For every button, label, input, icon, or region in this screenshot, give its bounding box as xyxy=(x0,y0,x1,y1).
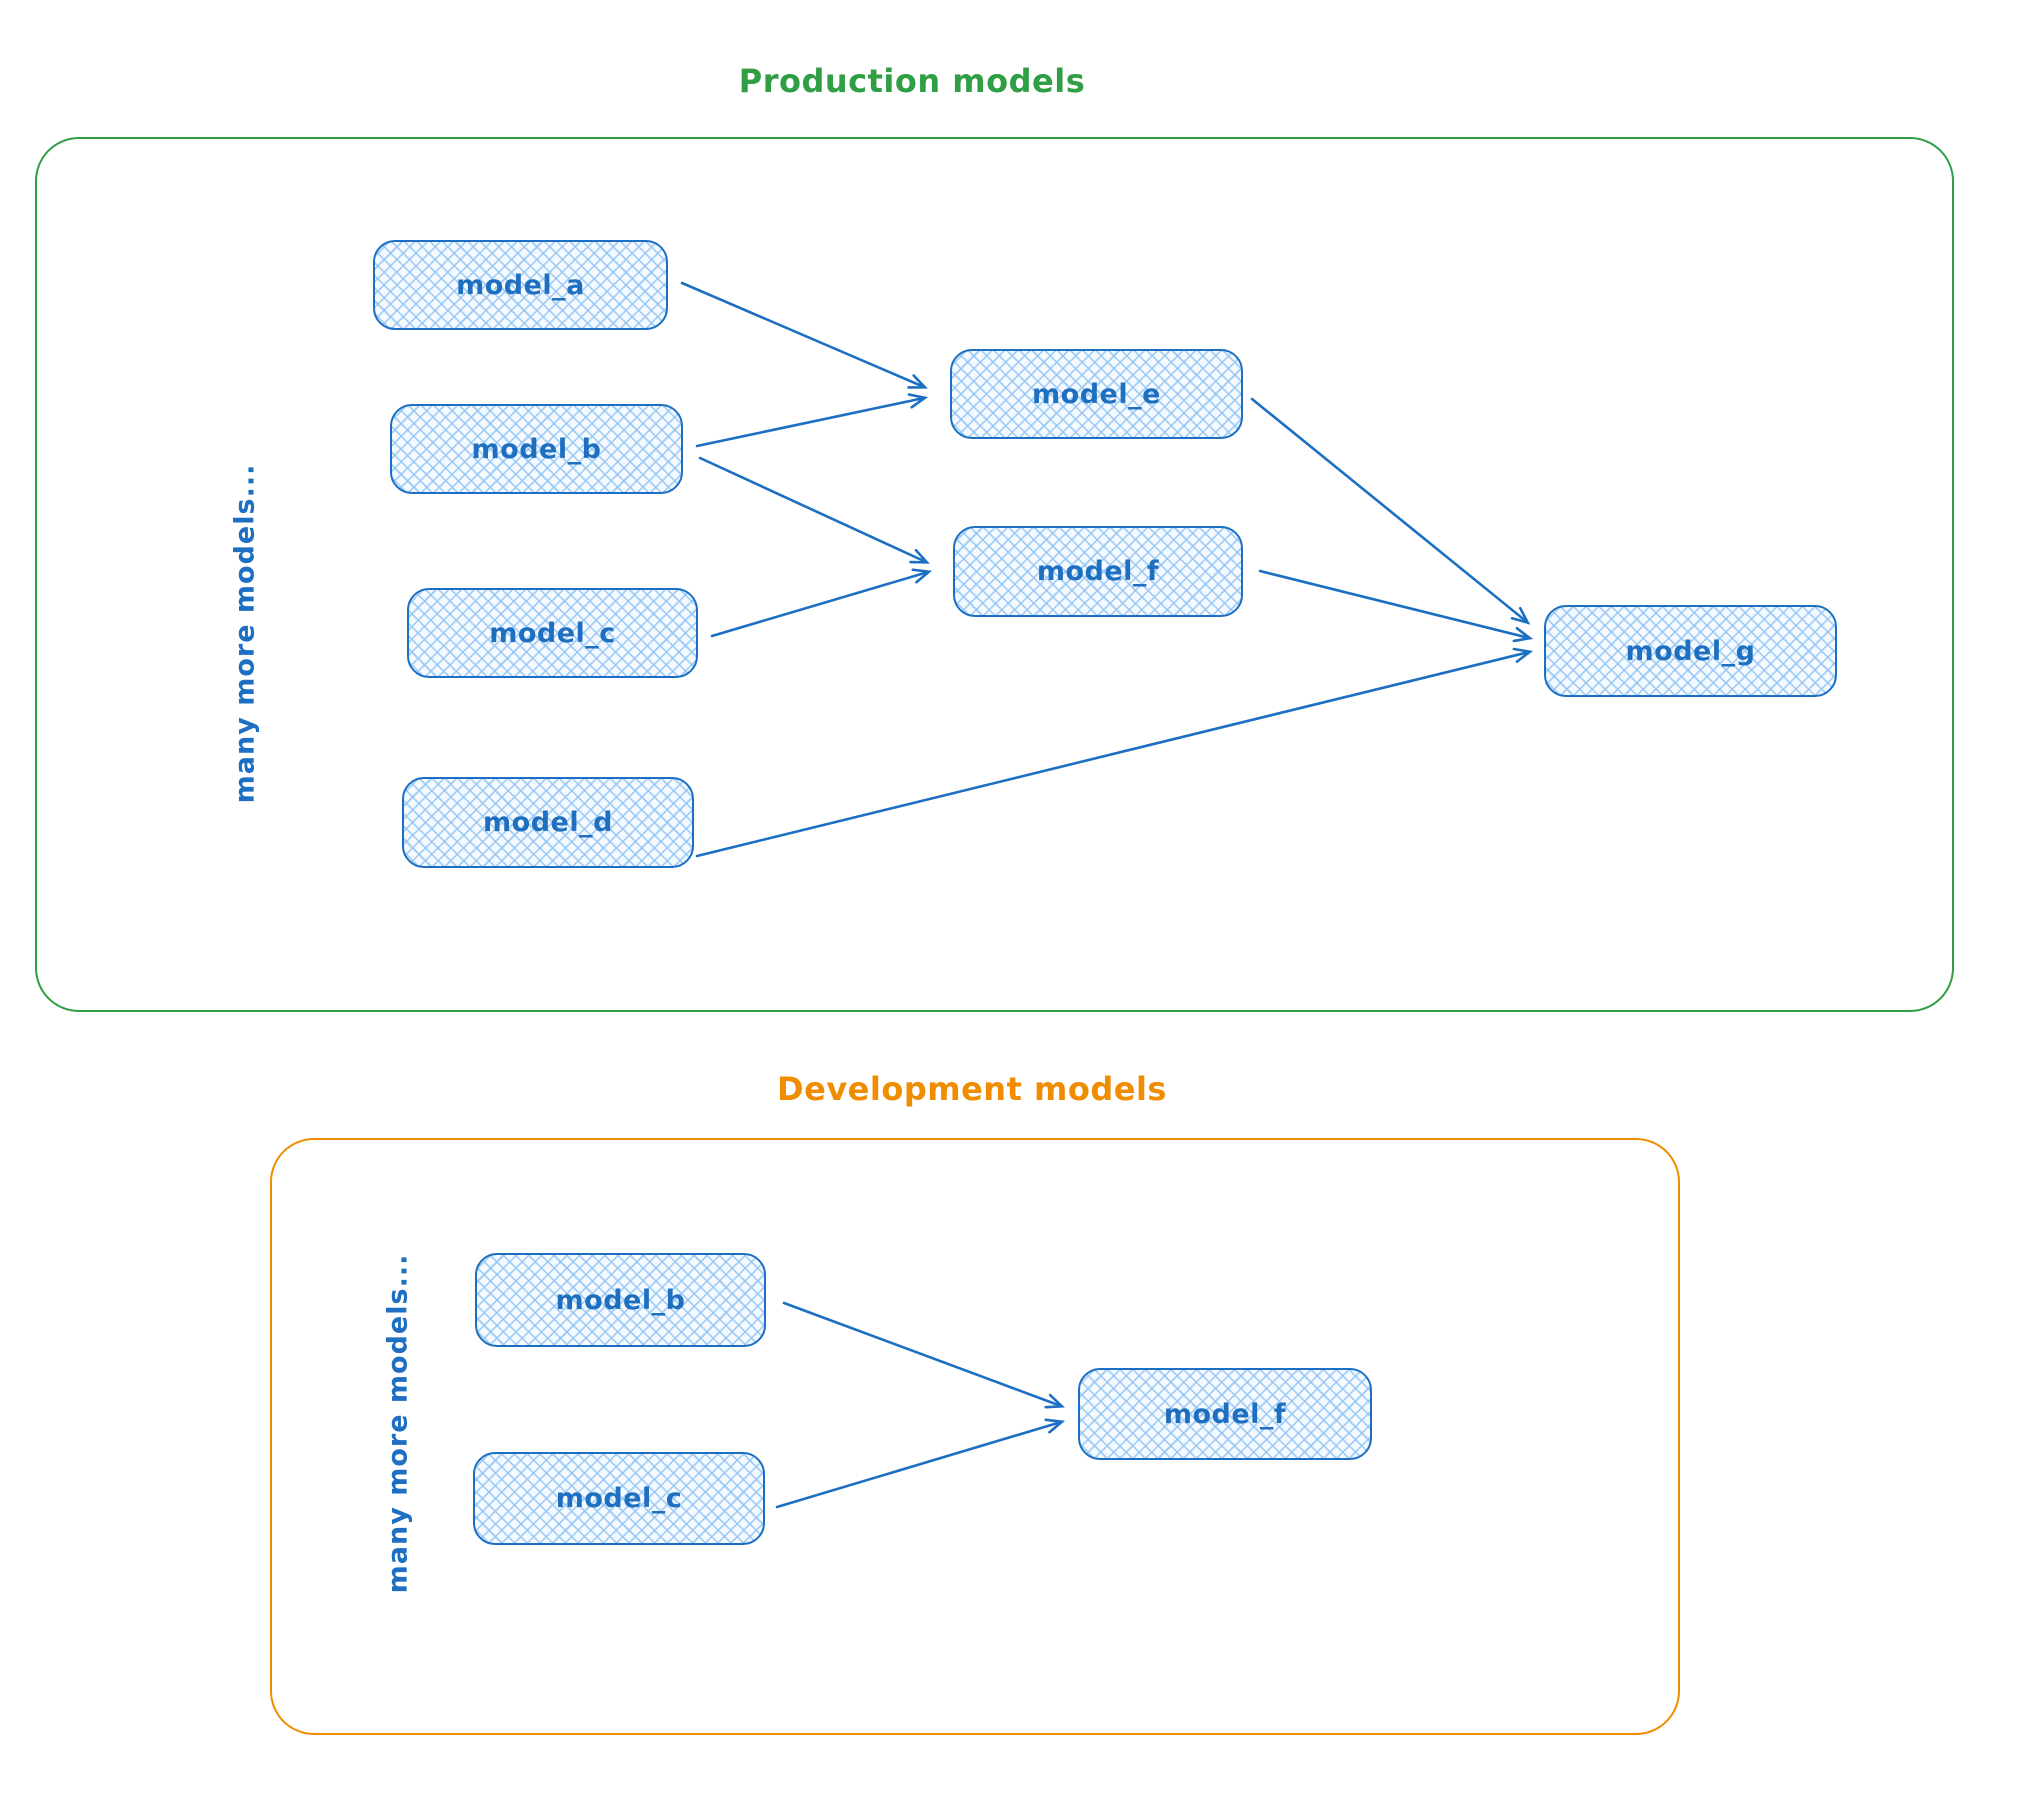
node-label: model_c xyxy=(555,1483,683,1514)
node-production-model-d: model_d xyxy=(402,777,694,868)
node-label: model_c xyxy=(489,617,616,649)
node-production-model-c: model_c xyxy=(407,588,698,678)
node-production-model-a: model_a xyxy=(373,240,668,330)
node-production-model-g: model_g xyxy=(1544,605,1837,697)
node-development-model-f: model_f xyxy=(1078,1368,1372,1460)
production-side-label: many more models... xyxy=(229,463,261,804)
node-label: model_g xyxy=(1625,635,1756,667)
node-label: model_b xyxy=(471,433,602,465)
node-label: model_d xyxy=(483,807,613,838)
node-label: model_a xyxy=(456,269,585,301)
development-side-label: many more models... xyxy=(382,1253,414,1594)
node-production-model-b: model_b xyxy=(390,404,683,494)
node-development-model-c: model_c xyxy=(473,1452,765,1545)
node-label: model_f xyxy=(1036,556,1160,587)
node-development-model-b: model_b xyxy=(475,1253,766,1347)
node-label: model_f xyxy=(1163,1398,1287,1430)
node-production-model-e: model_e xyxy=(950,349,1243,439)
development-title: Development models xyxy=(777,1070,1167,1108)
production-title: Production models xyxy=(738,62,1086,100)
node-label: model_b xyxy=(555,1284,686,1316)
production-frame xyxy=(35,137,1954,1012)
development-frame xyxy=(270,1138,1680,1735)
node-production-model-f: model_f xyxy=(953,526,1243,617)
node-label: model_e xyxy=(1032,378,1161,410)
